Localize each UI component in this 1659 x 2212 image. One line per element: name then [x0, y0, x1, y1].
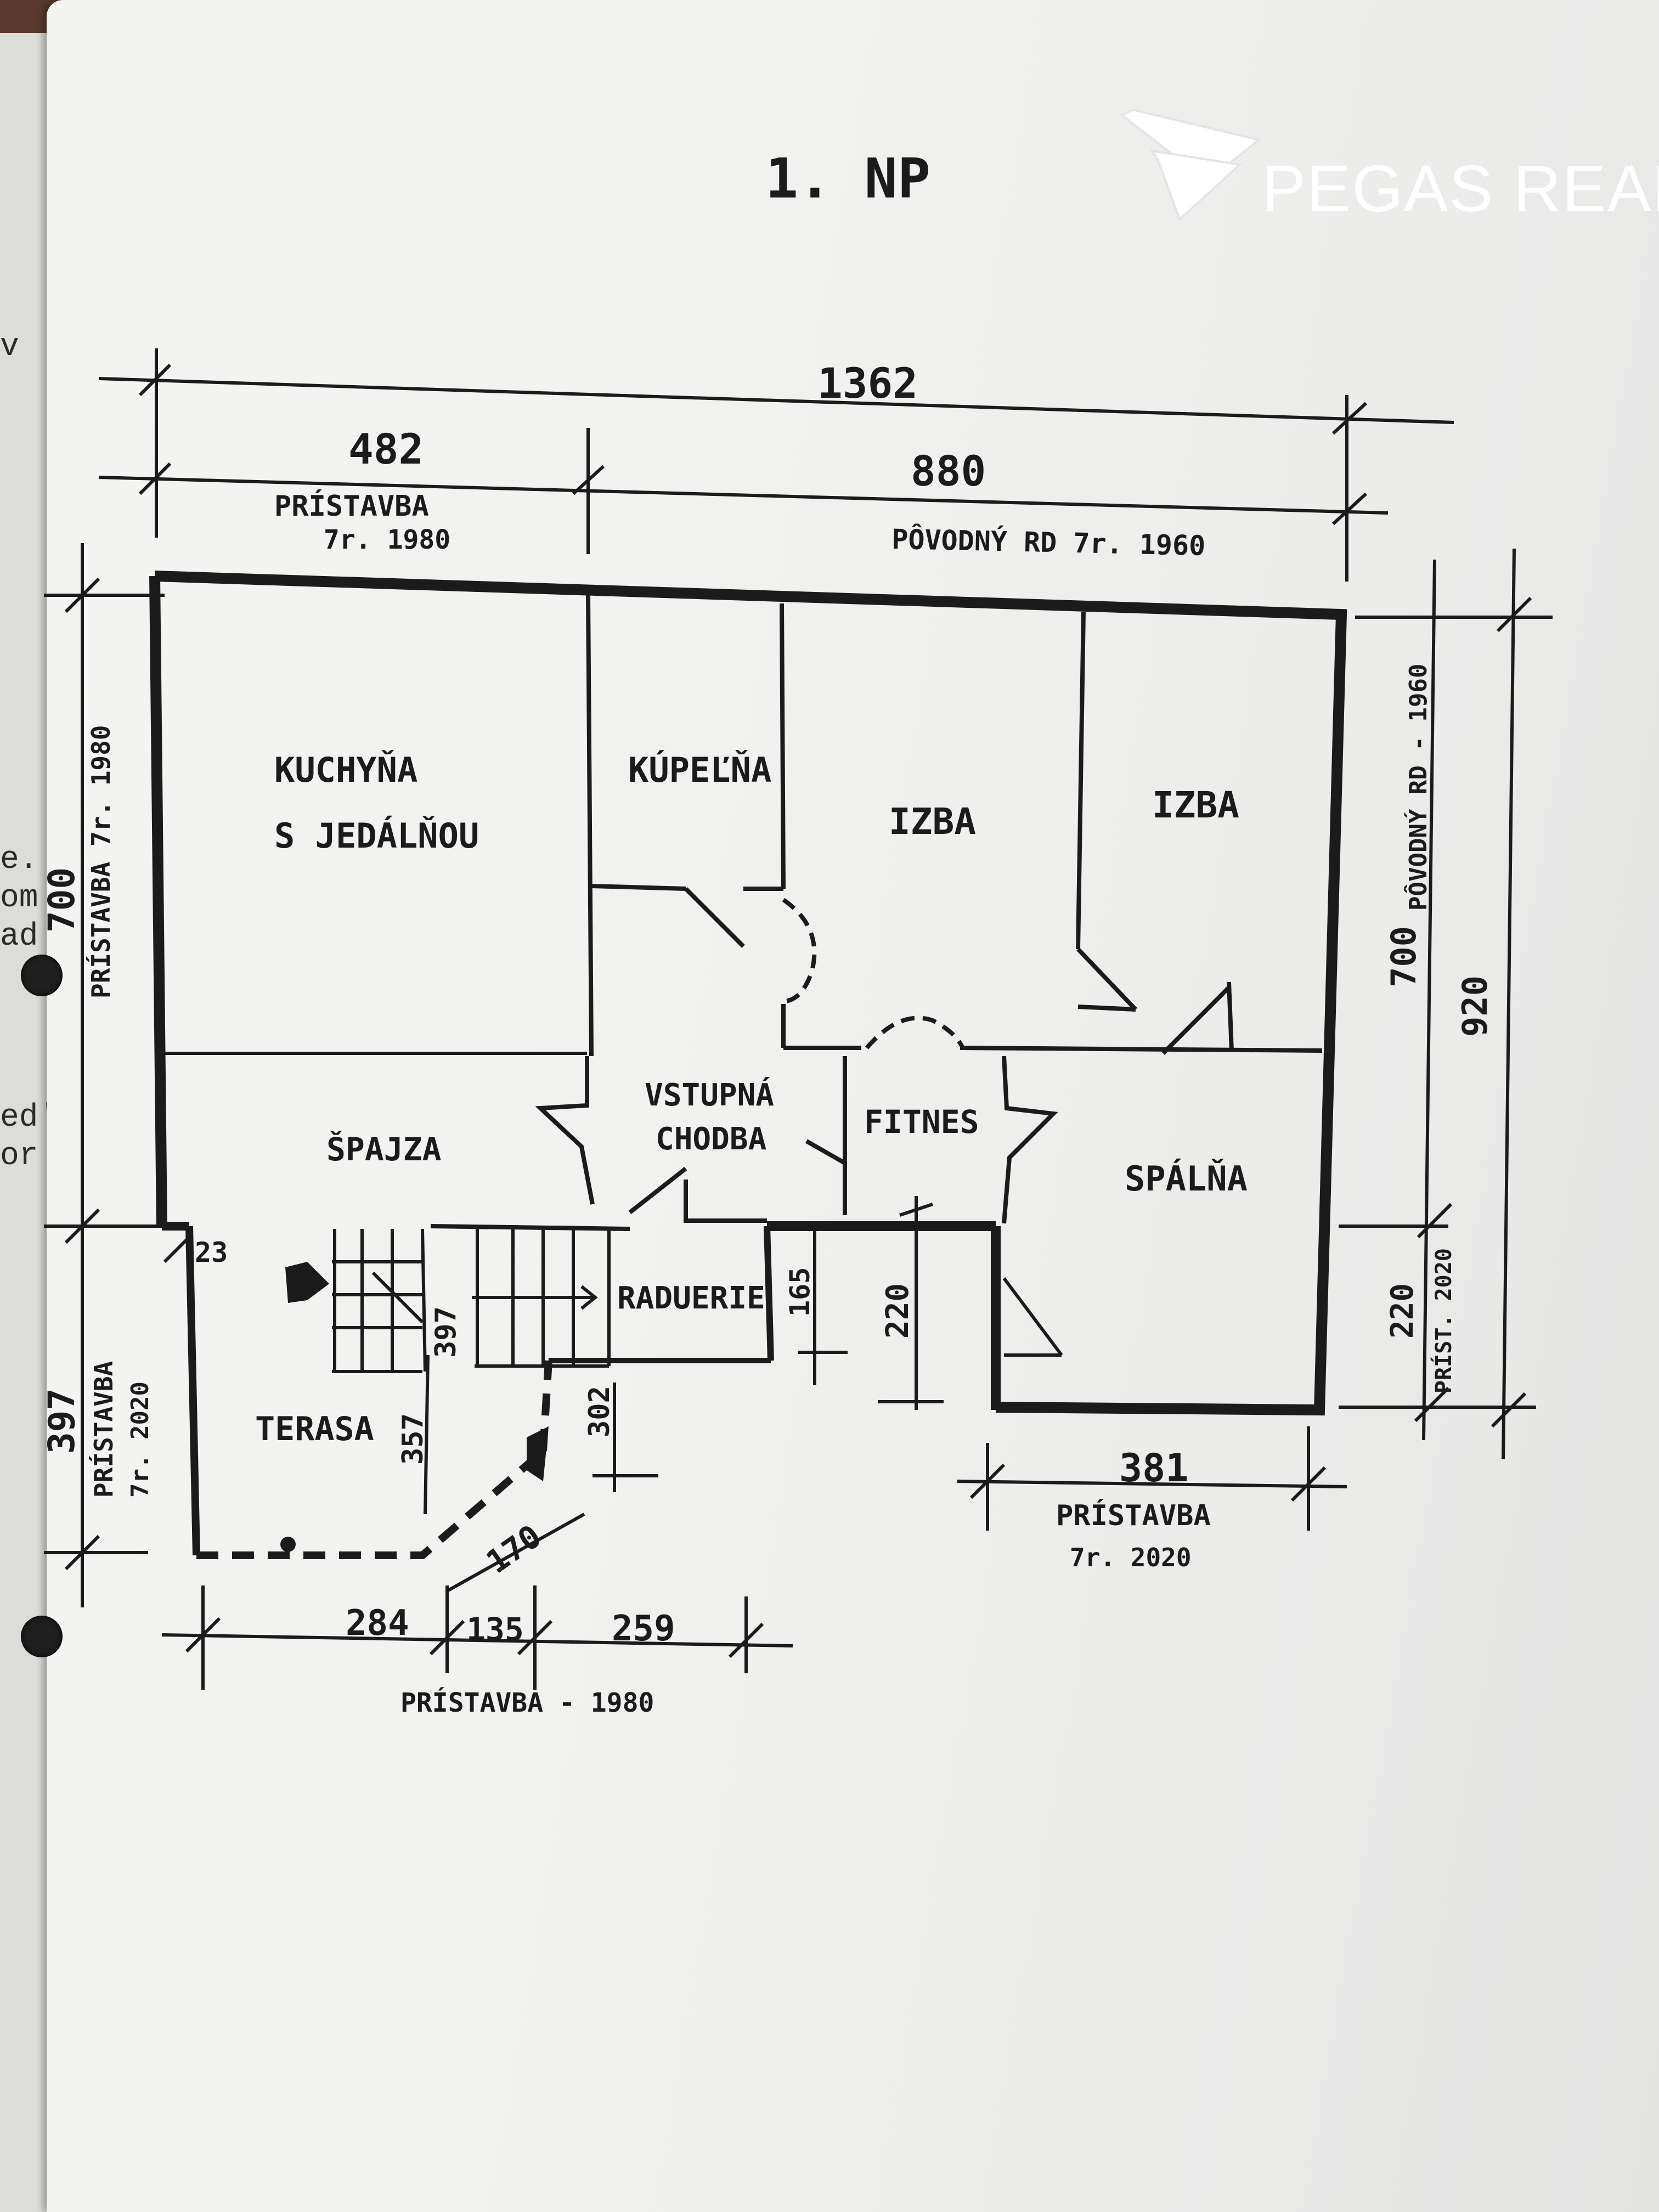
arrow-marker-icon [285, 1262, 329, 1303]
dim-bottom-c: 259 [612, 1609, 675, 1649]
note-left-upper-extension: PRÍSTAVBA 7r. 1980 [86, 725, 116, 999]
underlying-text: e. [0, 842, 38, 878]
binder-hole [21, 955, 63, 996]
note-bottom-right-extension-year: 7r. 2020 [1070, 1543, 1192, 1572]
dim-total-width: 1362 [817, 359, 918, 408]
room-label-pantry: ŠPAJZA [326, 1130, 442, 1168]
dim-line-total [98, 377, 1454, 424]
room-label-bedroom: SPÁLŇA [1125, 1159, 1248, 1199]
room-label-room-2: IZBA [1152, 784, 1239, 826]
staircase [332, 1228, 611, 1373]
room-label-hall-2: CHODBA [656, 1121, 766, 1157]
dim-bottom-b: 135 [466, 1611, 524, 1648]
note-left-lower-extension-year: 7r. 2020 [126, 1381, 154, 1498]
note-top-left-extension: PRÍSTAVBA [274, 489, 429, 523]
brand-name: PEGAS REAL [1262, 152, 1659, 225]
dim-bedroom-width: 381 [1119, 1446, 1188, 1491]
dim-left-width: 482 [348, 425, 424, 473]
dim-left-upper-height: 700 [41, 867, 83, 933]
dim-right-total-height: 920 [1455, 975, 1495, 1037]
dim-diagonal: 170 [479, 1517, 548, 1581]
note-bottom-extension: PRÍSTAVBA - 1980 [400, 1687, 654, 1718]
dim-stair-c: 302 [583, 1386, 616, 1437]
note-bottom-right-extension: PRÍSTAVBA [1056, 1499, 1211, 1532]
room-label-kitchen: KUCHYŇA [274, 750, 417, 790]
dim-right-upper-height: 700 [1384, 926, 1424, 988]
dim-line-split [98, 476, 1389, 515]
dim-stair-a: 397 [430, 1306, 462, 1358]
underlying-text: or [0, 1138, 38, 1174]
dim-right-width: 880 [911, 447, 986, 495]
dim-step-165: 165 [784, 1267, 816, 1317]
underlying-text: ad [0, 919, 38, 955]
dim-right-lower-height: 220 [1385, 1283, 1420, 1339]
dim-stair-b: 357 [397, 1413, 430, 1465]
room-label-fitness: FITNES [864, 1103, 979, 1141]
dim-left-lower-height: 397 [41, 1389, 83, 1454]
underlying-text: om [0, 881, 38, 916]
binder-hole [21, 1616, 63, 1657]
note-original-house: PÔVODNÝ RD 7r. 1960 [891, 523, 1206, 562]
pegas-real-logo: PEGAS REAL [1120, 108, 1659, 225]
note-right-extension: PRÍST. 2020 [1430, 1248, 1457, 1393]
underlying-text: v [0, 329, 19, 365]
dim-step-220: 220 [880, 1283, 916, 1339]
room-label-room-1: IZBA [889, 800, 976, 843]
room-label-storage: RADUERIE [617, 1280, 765, 1316]
floor-plan-sheet [47, 0, 1659, 2212]
room-label-terrace: TERASA [255, 1410, 374, 1448]
room-label-bathroom: KÚPEĽŇA [628, 750, 771, 790]
dim-bottom-a: 284 [346, 1603, 409, 1644]
room-label-hall: VSTUPNÁ [645, 1077, 774, 1113]
dim-wall-offset: 23 [195, 1237, 228, 1268]
floor-title: 1. NP [765, 146, 930, 211]
note-right-original: PÔVODNÝ RD - 1960 [1403, 664, 1432, 911]
room-label-kitchen-dining: S JEDÁLŇOU [274, 816, 479, 856]
note-top-left-extension-year: 7r. 1980 [324, 524, 450, 555]
note-left-lower-extension: PRÍSTAVBA [89, 1361, 119, 1498]
